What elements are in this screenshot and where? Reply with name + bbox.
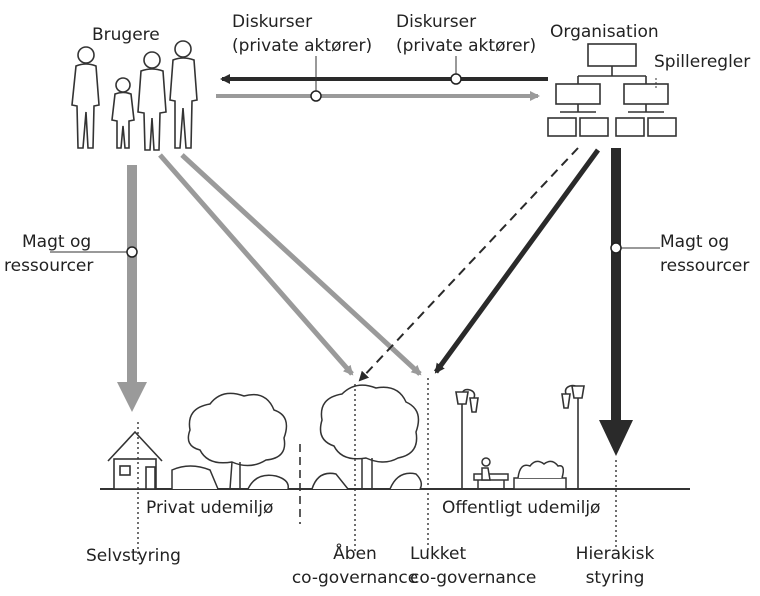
house-icon xyxy=(107,430,163,490)
users-power-arrowhead xyxy=(117,382,147,412)
lamp-icon-left xyxy=(455,388,479,489)
users-to-open-arrow xyxy=(158,153,354,376)
discourse-left-label-1: Diskurser xyxy=(232,12,313,32)
hier-label-2: styring xyxy=(585,568,645,588)
hier-label-1: Hierakisk xyxy=(575,544,655,564)
discourse-node-right xyxy=(450,73,462,85)
bench-icon xyxy=(473,457,509,489)
users-to-closed-arrow xyxy=(180,153,422,376)
users-label: Brugere xyxy=(92,25,160,45)
closed-co-label-2: co-governance xyxy=(410,568,537,588)
org-chart-icon xyxy=(547,43,677,137)
power-right-label-1: Magt og xyxy=(660,232,730,252)
public-space-label: Offentligt udemiljø xyxy=(442,498,601,518)
discourse-right-label-2: (private aktører) xyxy=(396,36,537,56)
org-power-arrowhead xyxy=(599,420,633,456)
power-right-label-2: ressourcer xyxy=(660,256,750,276)
org-to-closed-arrow xyxy=(433,148,601,374)
open-co-label-1: Åben xyxy=(333,544,377,564)
self-governance-label: Selvstyring xyxy=(86,546,181,566)
org-to-open-dashed-arrow xyxy=(358,147,579,382)
open-co-label-2: co-governance xyxy=(291,568,419,588)
discourse-node-left xyxy=(310,90,322,102)
people-icon xyxy=(71,40,198,151)
tree-icon-public xyxy=(311,384,423,490)
discourse-right-label-1: Diskurser xyxy=(396,12,477,32)
rules-label: Spilleregler xyxy=(654,52,751,72)
discourse-left-label-2: (private aktører) xyxy=(232,36,373,56)
private-space-label: Privat udemiljø xyxy=(146,498,274,518)
lamp-icon-right xyxy=(561,384,585,489)
power-left-label-2: ressourcer xyxy=(4,256,94,276)
tree-icon-private xyxy=(171,392,289,490)
power-left-label-1: Magt og xyxy=(22,232,92,252)
organisation-label: Organisation xyxy=(550,22,659,42)
closed-co-label-1: Lukket xyxy=(410,544,467,564)
planter-icon xyxy=(513,460,567,490)
